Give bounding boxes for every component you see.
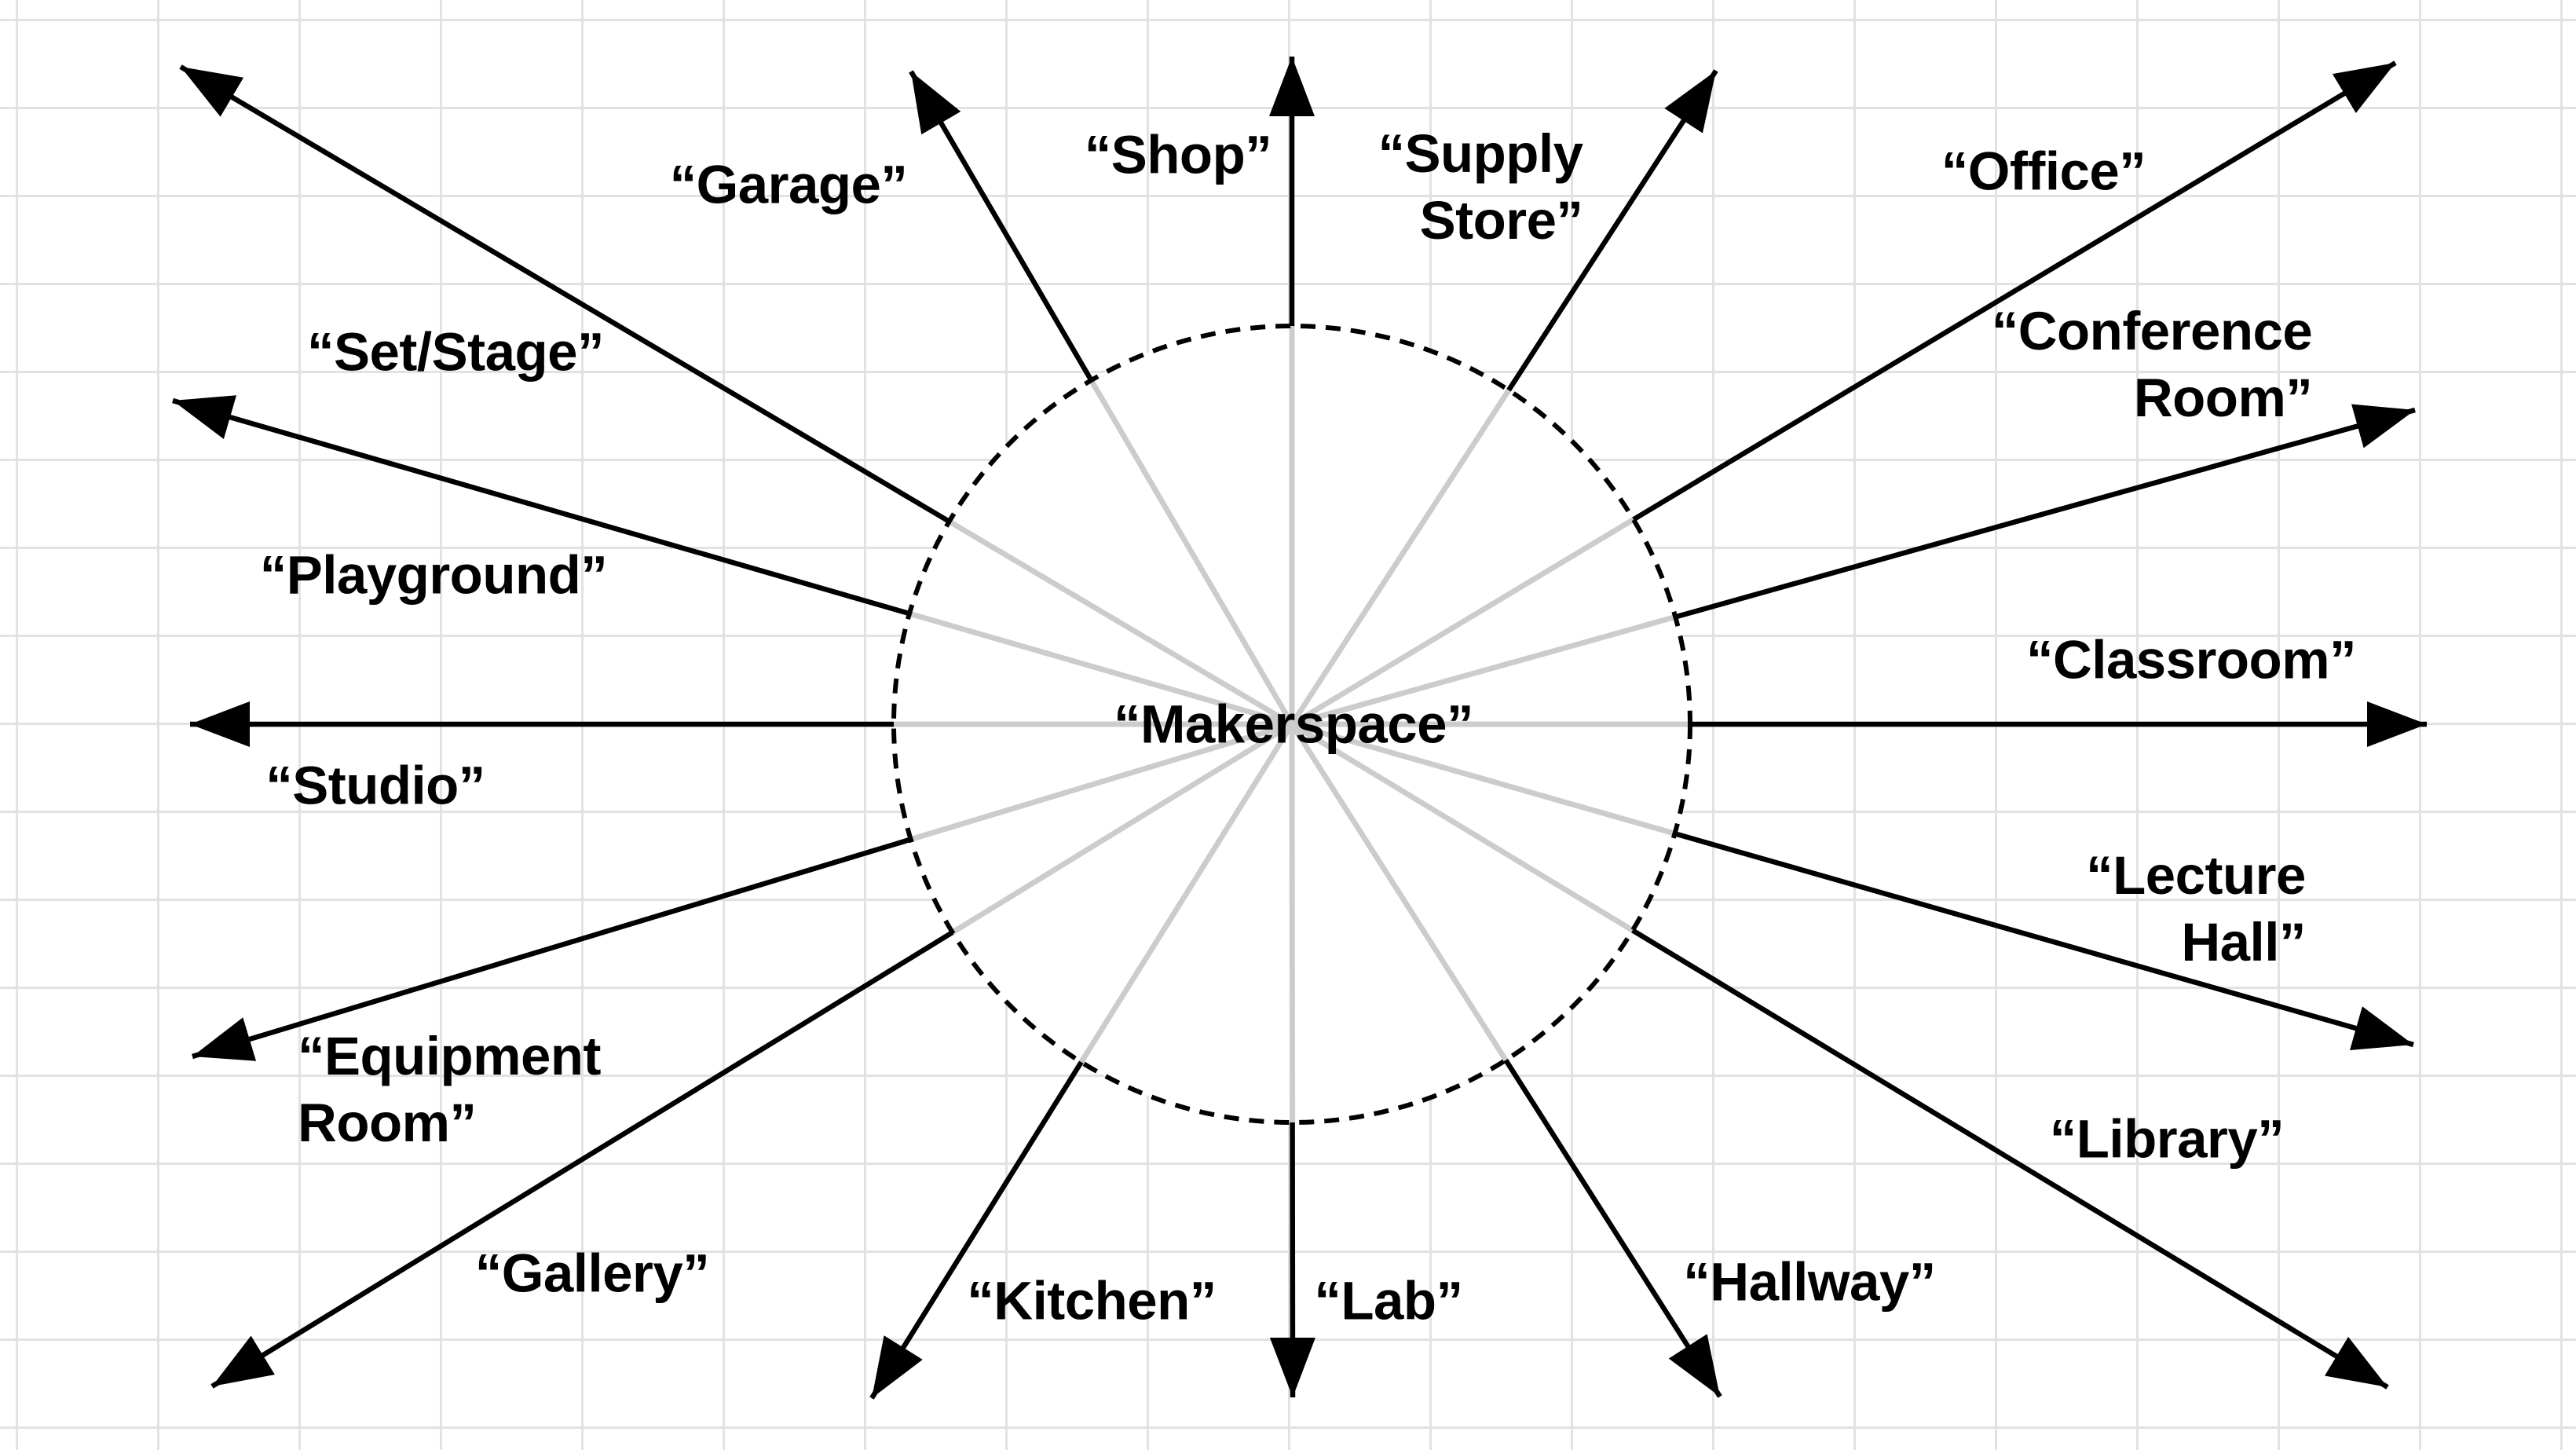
ray-gallery <box>950 722 1293 935</box>
spoke-label-equipment-room: “Equipment Room” <box>298 1026 602 1153</box>
ray-kitchen <box>1078 723 1294 1064</box>
arrow-playground <box>172 395 910 617</box>
spoke-label-lab: “Lab” <box>1314 1270 1463 1331</box>
arrow-conference-room <box>1674 404 2416 620</box>
arrow-set-stage <box>179 64 951 524</box>
spoke-label-office: “Office” <box>1941 141 2146 202</box>
ray-hallway <box>1290 723 1509 1062</box>
ray-garage <box>1089 379 1295 726</box>
ray-supply-store <box>1290 388 1511 726</box>
spoke-label-shop: “Shop” <box>1084 124 1272 185</box>
spoke-label-conference-room: “Conference Room” <box>1991 301 2313 428</box>
ray-lab <box>1289 723 1296 1123</box>
ray-set-stage <box>947 518 1293 727</box>
spoke-label-library: “Library” <box>2049 1108 2285 1170</box>
interior-rays <box>894 326 1690 1123</box>
spoke-label-kitchen: “Kitchen” <box>967 1270 1217 1331</box>
ray-equipment-room <box>909 721 1293 842</box>
exterior-arrows <box>172 57 2427 1400</box>
spoke-label-set-stage: “Set/Stage” <box>307 321 604 383</box>
spoke-label-lecture-hall: “Lecture Hall” <box>2086 845 2306 972</box>
spoke-label-garage: “Garage” <box>669 154 908 215</box>
spoke-label-hallway: “Hallway” <box>1683 1251 1936 1313</box>
arrow-gallery <box>210 930 954 1389</box>
spoke-label-playground: “Playground” <box>259 544 608 606</box>
center-label-makerspace: “Makerspace” <box>1113 694 1474 755</box>
arrow-office <box>1632 60 2397 522</box>
spoke-label-studio: “Studio” <box>265 755 485 816</box>
arrow-supply-store <box>1506 69 1718 392</box>
spoke-label-classroom: “Classroom” <box>2025 629 2357 690</box>
ray-library <box>1290 722 1634 933</box>
spoke-label-gallery: “Gallery” <box>474 1243 710 1304</box>
ray-lecture-hall <box>1291 721 1676 837</box>
arrow-hallway <box>1503 1058 1722 1398</box>
arrow-equipment-room <box>192 837 912 1061</box>
arrow-lecture-hall <box>1674 831 2414 1051</box>
arrow-library <box>1631 928 2389 1390</box>
ray-conference-room <box>1291 614 1677 727</box>
arrow-kitchen <box>869 1060 1084 1400</box>
ray-office <box>1290 517 1635 727</box>
spoke-label-supply-store: “Supply Store” <box>1378 123 1583 251</box>
arrow-garage <box>909 70 1094 382</box>
ray-playground <box>908 610 1293 727</box>
